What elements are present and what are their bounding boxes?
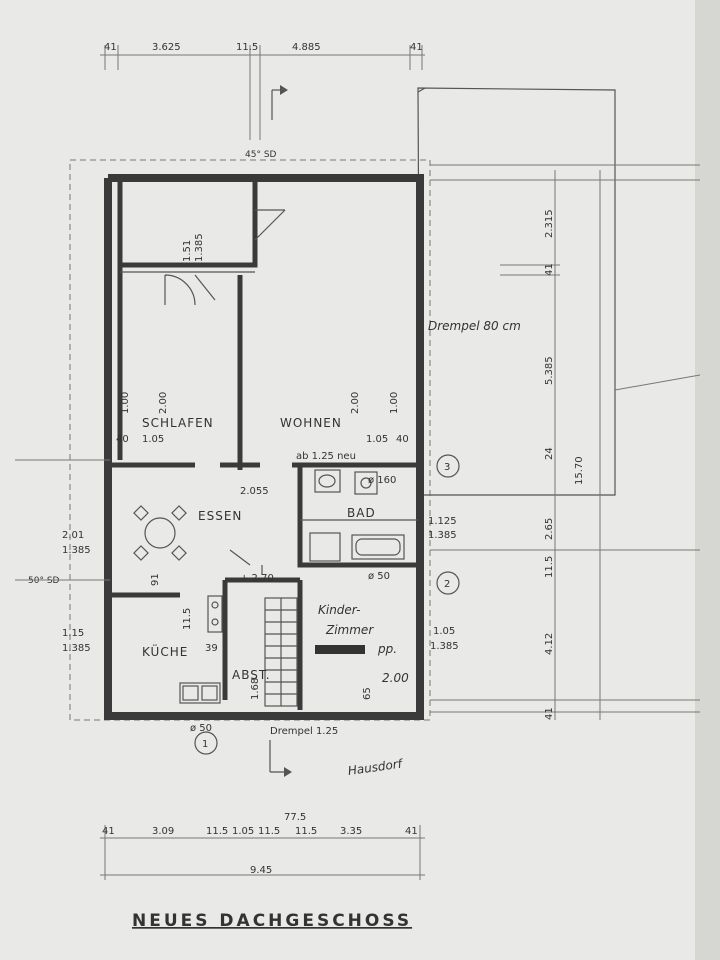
- top-dim-2: 3.625: [152, 42, 181, 53]
- top-dimension-line: 41 3.625 11.5 4.885 41: [100, 42, 425, 140]
- midright-dim-3: 1.05: [433, 626, 455, 637]
- dim-115: 11.5: [182, 608, 193, 630]
- ab-125-neu: ab 1.25 neu: [296, 451, 356, 462]
- bath-fixtures: [309, 469, 405, 562]
- axis-marker-1: 1: [194, 731, 218, 755]
- diameter-160: ø 160: [368, 475, 396, 486]
- bottom-dim-8: 41: [405, 826, 418, 837]
- midright-dim-2: 1.385: [428, 530, 457, 541]
- bottom-dim-5: 11.5: [258, 826, 280, 837]
- staircase: [264, 597, 298, 707]
- room-wohnen: WOHNEN: [280, 416, 342, 430]
- right-dim-total: 15.70: [574, 456, 585, 485]
- axis-marker-3: 3: [436, 454, 460, 478]
- right-dim-3: 5.385: [544, 356, 555, 385]
- drempel-80-label: Drempel 80 cm: [428, 319, 521, 333]
- kitchen-fixtures: [179, 595, 223, 704]
- paper-shadow: [695, 0, 720, 960]
- essen-dim: 2.055: [240, 486, 269, 497]
- mid-right-dimensions: 1.125 1.385 1.05 1.385: [428, 516, 459, 652]
- right-dim-7: 4.12: [544, 633, 555, 655]
- roof-pitch-50: 50° SD: [28, 576, 60, 586]
- right-dim-2: 41: [544, 263, 555, 276]
- dim-168: 1.68: [250, 678, 261, 700]
- left-dim-2: 1.385: [62, 545, 91, 556]
- bottom-dim-6: 11.5: [295, 826, 317, 837]
- top-dim-5: 41: [410, 42, 423, 53]
- dim-65: 65: [362, 687, 373, 700]
- room-abst: ABST.: [232, 668, 271, 682]
- dim-91: 91: [150, 573, 161, 586]
- bottom-total: 9.45: [250, 865, 272, 876]
- wohnen-h-1: 1.05: [366, 434, 388, 445]
- dim-39: 39: [205, 643, 218, 654]
- midright-dim-4: 1.385: [430, 641, 459, 652]
- kinder-pp: pp.: [377, 642, 397, 656]
- outer-walls: [104, 174, 424, 720]
- right-dim-8: 41: [544, 707, 555, 720]
- interior-dimensions: 1.51 1.385 1.00 2.00 2.00 1.00 40 1.05 1…: [116, 233, 409, 700]
- top-room-dim-1: 1.51: [182, 240, 193, 262]
- room-kinder-line2: Zimmer: [325, 623, 374, 637]
- bottom-dimension-line: 77.5 41 3.09 11.5 1.05 11.5 11.5 3.35 41…: [100, 812, 425, 880]
- bottom-extra-1: 77.5: [284, 812, 306, 823]
- bottom-dim-1: 41: [102, 826, 115, 837]
- plan-title: NEUES DACHGESCHOSS: [132, 911, 412, 931]
- right-dim-1: 2.315: [544, 209, 555, 238]
- roof-outline: [69, 159, 431, 721]
- top-dim-1: 41: [104, 42, 117, 53]
- top-dim-4: 4.885: [292, 42, 321, 53]
- right-dim-6: 11.5: [544, 556, 555, 578]
- room-essen: ESSEN: [198, 509, 242, 523]
- right-dim-5: 2.65: [544, 518, 555, 540]
- schlafen-h-2: 1.05: [142, 434, 164, 445]
- schlafen-v-1: 1.00: [120, 392, 131, 414]
- schlafen-v-2: 2.00: [158, 392, 169, 414]
- wohnen-v-2: 1.00: [389, 392, 400, 414]
- section-arrow-bottom: [269, 740, 292, 777]
- right-dimension-labels: 2.315 41 5.385 24 2.65 11.5 4.12 41 15.7…: [544, 209, 585, 720]
- room-schlafen: SCHLAFEN: [142, 416, 214, 430]
- top-dim-3: 11.5: [236, 42, 258, 53]
- bottom-dim-2: 3.09: [152, 826, 174, 837]
- dining-table: [133, 505, 187, 561]
- room-bad: BAD: [347, 506, 376, 520]
- marker-2-label: 2: [444, 579, 450, 590]
- wohnen-v-1: 2.00: [350, 392, 361, 414]
- roof-pitch-45: 45° SD: [245, 150, 277, 160]
- existing-roof-area: [417, 87, 701, 720]
- bottom-dim-4: 1.05: [232, 826, 254, 837]
- diameter-50-kitchen: ø 50: [190, 723, 212, 734]
- marker-3-label: 3: [444, 462, 450, 473]
- interior-walls: [110, 182, 418, 710]
- redaction-bar: [315, 645, 365, 654]
- marker-1-label: 1: [202, 739, 208, 750]
- door-swings: [164, 274, 263, 575]
- schlafen-h-1: 40: [116, 434, 129, 445]
- top-room-dim-2: 1.385: [194, 233, 205, 262]
- wohnen-h-2: 40: [396, 434, 409, 445]
- midright-dim-1: 1.125: [428, 516, 457, 527]
- height-270: + 2.70: [240, 573, 274, 584]
- room-kinder-line1: Kinder-: [318, 603, 360, 617]
- drempel-125-label: Drempel 1.25: [270, 726, 338, 737]
- right-dim-4: 24: [544, 447, 555, 460]
- bottom-dim-7: 3.35: [340, 826, 362, 837]
- diameter-50-bad: ø 50: [368, 571, 390, 582]
- axis-marker-2: 2: [436, 571, 460, 595]
- left-dim-1: 2.01: [62, 530, 84, 541]
- left-dim-3: 1.15: [62, 628, 84, 639]
- room-kueche: KÜCHE: [142, 643, 188, 659]
- bottom-dim-3: 11.5: [206, 826, 228, 837]
- left-dimensions: 2.01 1.385 1.15 1.385: [15, 459, 110, 654]
- section-arrow-top: [271, 85, 288, 120]
- dim-200: 2.00: [382, 671, 409, 685]
- left-dim-4: 1.385: [62, 643, 91, 654]
